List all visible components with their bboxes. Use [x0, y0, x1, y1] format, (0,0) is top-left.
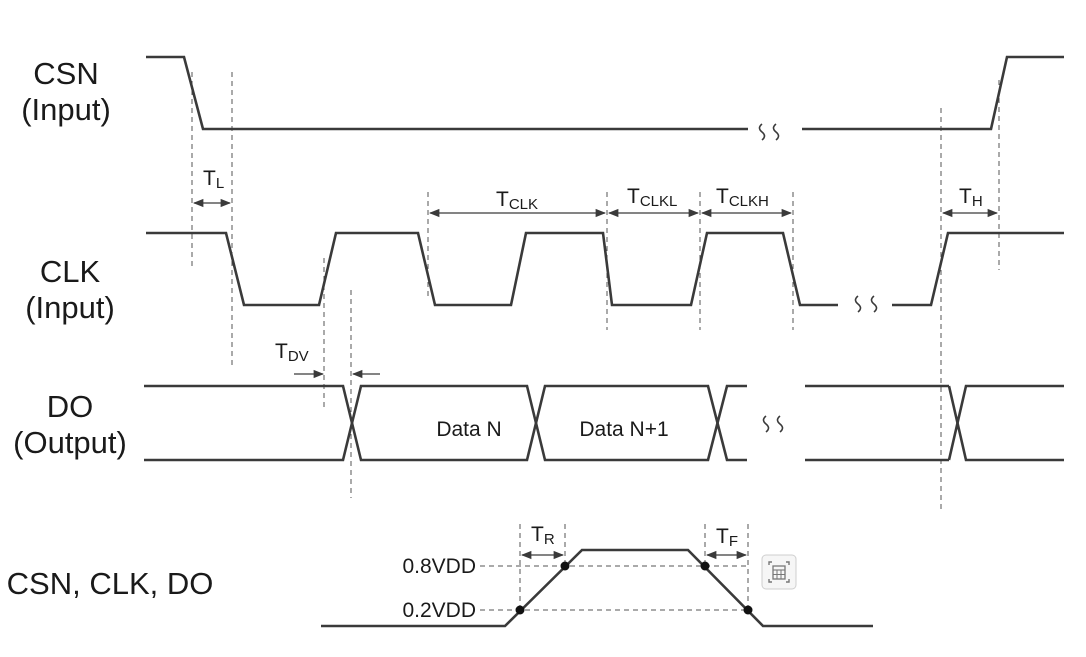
clk-label: CLK (Input) — [25, 254, 115, 325]
calculator-button[interactable] — [761, 554, 797, 590]
low-threshold-rise-point — [515, 605, 525, 615]
data-n-label: Data N — [436, 418, 501, 441]
tclkl-annotation: TCLKL — [607, 185, 700, 218]
high-threshold-rise-point — [560, 561, 570, 571]
th-annotation: TH — [941, 185, 999, 218]
transition-detail: TR TF 0.8VDD 0.2VDD — [321, 523, 873, 628]
clk-direction: (Input) — [25, 290, 115, 325]
break-mark — [758, 123, 780, 141]
break-mark — [854, 295, 878, 313]
do-direction: (Output) — [13, 425, 127, 460]
guide-lines — [191, 72, 1000, 611]
calculator-icon — [768, 561, 790, 583]
level-high-label: 0.8VDD — [402, 555, 476, 578]
csn-waveform — [146, 55, 1064, 141]
tl-label: TL — [203, 167, 224, 192]
low-threshold-fall-point — [743, 605, 753, 615]
data-n1-label: Data N+1 — [579, 418, 668, 441]
tclkh-annotation: TCLKH — [700, 185, 793, 218]
th-label: TH — [959, 185, 983, 210]
break-mark — [762, 415, 784, 433]
tclk-label: TCLK — [496, 188, 538, 213]
do-label: DO (Output) — [13, 389, 127, 460]
tdv-annotation: TDV — [275, 340, 380, 379]
tclkh-label: TCLKH — [716, 185, 769, 210]
tdv-label: TDV — [275, 340, 309, 365]
csn-label: CSN (Input) — [21, 56, 111, 127]
tclkl-label: TCLKL — [627, 185, 677, 210]
clk-waveform — [146, 231, 1064, 313]
do-waveform: Data N Data N+1 — [144, 384, 1064, 462]
combined-signals-label: CSN, CLK, DO — [7, 566, 214, 601]
tf-label: TF — [716, 525, 738, 550]
csn-direction: (Input) — [21, 92, 111, 127]
tr-label: TR — [531, 523, 555, 548]
clk-name: CLK — [40, 254, 101, 289]
csn-name: CSN — [33, 56, 98, 91]
level-low-label: 0.2VDD — [402, 599, 476, 622]
tl-annotation: TL — [192, 167, 232, 208]
tclk-annotation: TCLK — [428, 188, 607, 218]
do-name: DO — [47, 389, 94, 424]
high-threshold-fall-point — [700, 561, 710, 571]
